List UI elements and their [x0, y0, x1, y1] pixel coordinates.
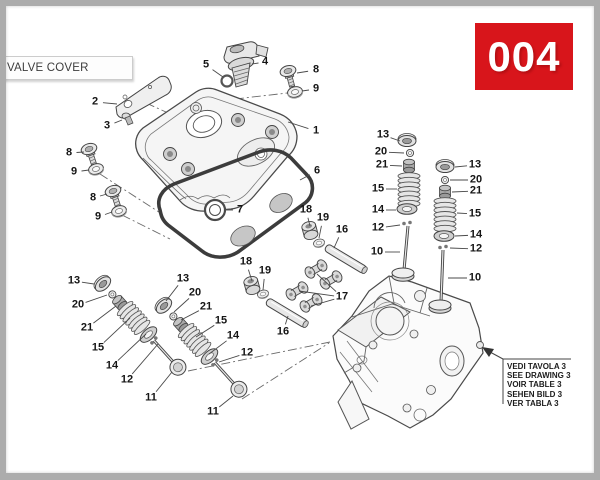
part-callout: 20	[188, 286, 202, 299]
part-callout: 9	[312, 82, 320, 95]
part-callout: 21	[469, 184, 483, 197]
part-callout: 14	[371, 203, 385, 216]
part-callout: 20	[71, 298, 85, 311]
part-callout: 20	[469, 173, 483, 186]
part-callout: 2	[91, 95, 99, 108]
drawing-title: VALVE COVER	[7, 62, 89, 74]
part-callout: 15	[91, 341, 105, 354]
part-callout: 21	[199, 300, 213, 313]
part-callout: 10	[370, 245, 384, 258]
note-pointer	[482, 347, 571, 404]
part-callout: 13	[176, 272, 190, 285]
part-callout: 21	[375, 158, 389, 171]
part-callout: 15	[468, 207, 482, 220]
part-callout: 14	[226, 329, 240, 342]
part-callout: 13	[376, 128, 390, 141]
part-callout: 7	[236, 203, 244, 216]
part-callout: 12	[240, 346, 254, 359]
part-callout: 17	[335, 290, 349, 303]
part-callout: 11	[207, 405, 219, 418]
bracket-and-screw	[115, 75, 172, 126]
note-line: SEE DRAWING 3	[507, 371, 571, 381]
part-callout: 4	[261, 55, 269, 68]
part-callout: 13	[67, 274, 81, 287]
valve-cover	[135, 87, 298, 212]
part-callout: 15	[371, 182, 385, 195]
part-callout: 18	[299, 203, 313, 216]
cover-gasket	[157, 148, 315, 259]
part-callout: 12	[371, 221, 385, 234]
spark-plug-tube-seal	[203, 198, 227, 222]
part-callout: 21	[80, 321, 94, 334]
page-number-badge: 004	[475, 23, 573, 90]
part-callout: 12	[469, 242, 483, 255]
part-callout: 13	[468, 158, 482, 171]
note-line: SEHEN BILD 3	[507, 389, 563, 399]
part-callout: 11	[145, 391, 157, 404]
part-callout: 19	[258, 264, 272, 277]
valve-stack-right-a	[391, 133, 421, 282]
part-callout: 19	[316, 211, 330, 224]
part-callout: 8	[89, 191, 97, 204]
cross-reference-note: VEDI TAVOLA 3 SEE DRAWING 3 VOIR TABLE 3…	[507, 362, 571, 408]
leader-lines	[76, 62, 469, 408]
part-callout: 9	[70, 165, 78, 178]
page-number: 004	[487, 32, 561, 80]
part-callout: 3	[103, 119, 111, 132]
part-callout: 15	[214, 314, 228, 327]
note-line: VOIR TABLE 3	[507, 380, 562, 390]
part-callout: 10	[468, 271, 482, 284]
part-callout: 8	[312, 63, 320, 76]
cylinder-head-block	[332, 275, 484, 430]
valve-stack-left-b	[151, 293, 251, 402]
part-callout: 1	[312, 124, 320, 137]
part-callout: 18	[239, 255, 253, 268]
part-callout: 5	[202, 58, 210, 71]
part-callout: 6	[313, 164, 321, 177]
valve-stack-left-a	[90, 271, 190, 380]
breather-fitting	[220, 41, 269, 88]
part-callout: 20	[374, 145, 388, 158]
part-callout: 16	[335, 223, 349, 236]
part-callout: 8	[65, 146, 73, 159]
part-callout: 14	[105, 359, 119, 372]
o-ring	[220, 74, 234, 88]
part-callout: 16	[276, 325, 290, 338]
valve-stack-right-b	[428, 159, 457, 314]
note-line: VEDI TAVOLA 3	[507, 362, 566, 371]
drawing-title-box: VALVE COVER	[0, 56, 133, 80]
note-line: VER TABLA 3	[507, 398, 559, 408]
part-callout: 9	[94, 210, 102, 223]
part-callout: 14	[469, 228, 483, 241]
part-callout: 12	[120, 373, 134, 386]
construction-lines	[99, 91, 331, 400]
